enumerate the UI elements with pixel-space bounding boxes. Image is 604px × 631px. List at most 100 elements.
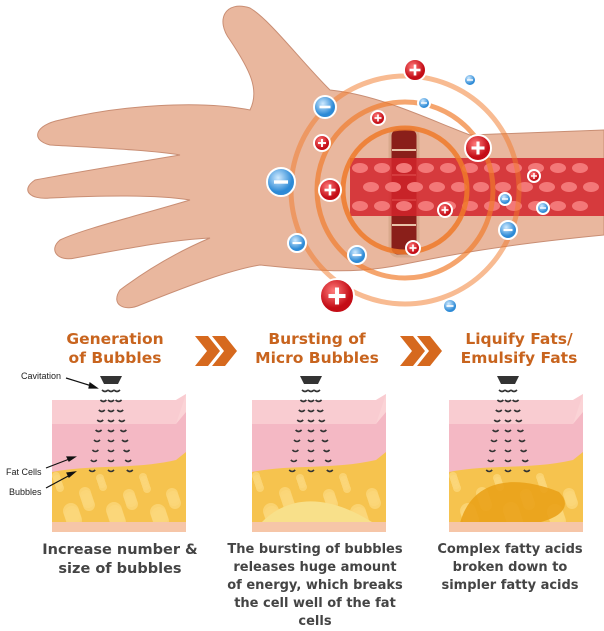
bubble-mark xyxy=(107,419,115,423)
positive-ion-icon xyxy=(313,134,331,152)
bubble-mark xyxy=(119,429,127,433)
fat-cell xyxy=(126,498,138,510)
hand-bracelet-illustration xyxy=(27,5,604,314)
step-2-title-line-1: Bursting of xyxy=(268,330,366,348)
blood-cell xyxy=(473,182,489,192)
fat-cell xyxy=(169,497,181,509)
bubble-mark xyxy=(504,459,512,463)
bubble-mark xyxy=(496,399,504,403)
step-3-title-line-2: Emulsify Fats xyxy=(460,349,578,367)
negative-ion-icon xyxy=(266,167,296,197)
arrow-icons xyxy=(45,377,99,489)
positive-ion-icon xyxy=(319,278,355,314)
step-3-title: Liquify Fats/Emulsify Fats xyxy=(434,330,604,368)
step-2-caption: The bursting of bubbles releases huge am… xyxy=(227,542,403,629)
bubble-mark xyxy=(293,439,301,443)
transducer-icon xyxy=(100,376,122,384)
step-1-title-line-2: of Bubbles xyxy=(68,349,162,367)
bubble-mark xyxy=(296,419,304,423)
blood-cell xyxy=(396,163,412,173)
positive-ion-icon xyxy=(405,240,421,256)
bubble-mark xyxy=(307,399,315,403)
negative-ion-icon xyxy=(313,95,337,119)
bubble-mark xyxy=(107,449,115,453)
fat-cell xyxy=(369,497,381,509)
bubble-mark xyxy=(324,459,332,463)
bubble-mark xyxy=(290,459,298,463)
liquified-fat xyxy=(459,482,565,528)
bubble-mark xyxy=(93,439,101,443)
blood-cell xyxy=(550,201,566,211)
fat-cell xyxy=(566,497,578,509)
bubble-mark xyxy=(307,469,315,473)
transducer-icon xyxy=(497,376,519,384)
positive-ion-icon xyxy=(527,169,541,183)
burst-region xyxy=(262,501,372,522)
bubble-mark xyxy=(116,409,124,413)
bubble-mark xyxy=(315,399,323,403)
fat-cell xyxy=(83,499,95,511)
blood-cell xyxy=(352,163,368,173)
bubble-mark xyxy=(490,439,498,443)
bubble-mark xyxy=(99,399,107,403)
bubble-mark xyxy=(118,419,126,423)
blood-vessel-band xyxy=(350,158,604,216)
muscle-layer xyxy=(52,522,186,532)
bubble-mark xyxy=(516,429,524,433)
bubble-mark xyxy=(95,429,103,433)
bubble-mark xyxy=(319,429,327,433)
bubble-mark xyxy=(301,389,309,393)
bubble-mark xyxy=(107,429,115,433)
bubble-mark xyxy=(107,439,115,443)
bubble-mark xyxy=(520,449,528,453)
bubble-mark xyxy=(487,459,495,463)
blood-cell xyxy=(583,182,599,192)
step-2-title-line-2: Micro Bubbles xyxy=(255,349,379,367)
positive-ion-icon xyxy=(318,178,342,202)
bubble-mark xyxy=(288,469,296,473)
bubble-mark xyxy=(107,409,115,413)
bubble-mark xyxy=(510,389,518,393)
bubble-mark xyxy=(504,469,512,473)
bubble-mark xyxy=(96,419,104,423)
negative-ion-icon xyxy=(417,96,431,110)
bubble-mark xyxy=(107,469,115,473)
blood-cell xyxy=(407,182,423,192)
cavitation-label: Cavitation xyxy=(21,371,62,381)
blood-cell xyxy=(550,163,566,173)
bubble-mark xyxy=(493,419,501,423)
bubble-mark xyxy=(321,439,329,443)
bubble-mark xyxy=(512,399,520,403)
ions xyxy=(266,58,550,314)
fat-cells-label: Fat Cells xyxy=(6,467,42,477)
bubble-mark xyxy=(299,399,307,403)
blood-cell xyxy=(352,201,368,211)
skin-surface xyxy=(252,394,386,424)
bubble-mark xyxy=(115,399,123,403)
blood-cell xyxy=(385,182,401,192)
blood-cell xyxy=(572,201,588,211)
positive-ion-icon xyxy=(464,134,492,162)
skin-surface xyxy=(449,394,583,424)
skin-surface xyxy=(52,394,186,424)
bubble-mark xyxy=(295,429,303,433)
bubble-mark xyxy=(326,469,334,473)
bubble-mark xyxy=(504,429,512,433)
negative-ion-icon xyxy=(463,73,477,87)
negative-ion-icon xyxy=(498,220,518,240)
blood-cell xyxy=(572,163,588,173)
bubble-mark xyxy=(107,399,115,403)
negative-ion-icon xyxy=(442,298,458,314)
negative-ion-icon xyxy=(498,192,512,206)
bubble-mark xyxy=(307,429,315,433)
fat-cell xyxy=(256,484,264,492)
bubbles-label: Bubbles xyxy=(9,487,42,497)
blood-cell xyxy=(429,182,445,192)
blood-cell xyxy=(440,163,456,173)
positive-ion-icon xyxy=(437,202,453,218)
negative-ion-icon xyxy=(347,245,367,265)
positive-ion-icon xyxy=(370,110,386,126)
blood-cell xyxy=(363,182,379,192)
bubble-mark xyxy=(298,409,306,413)
